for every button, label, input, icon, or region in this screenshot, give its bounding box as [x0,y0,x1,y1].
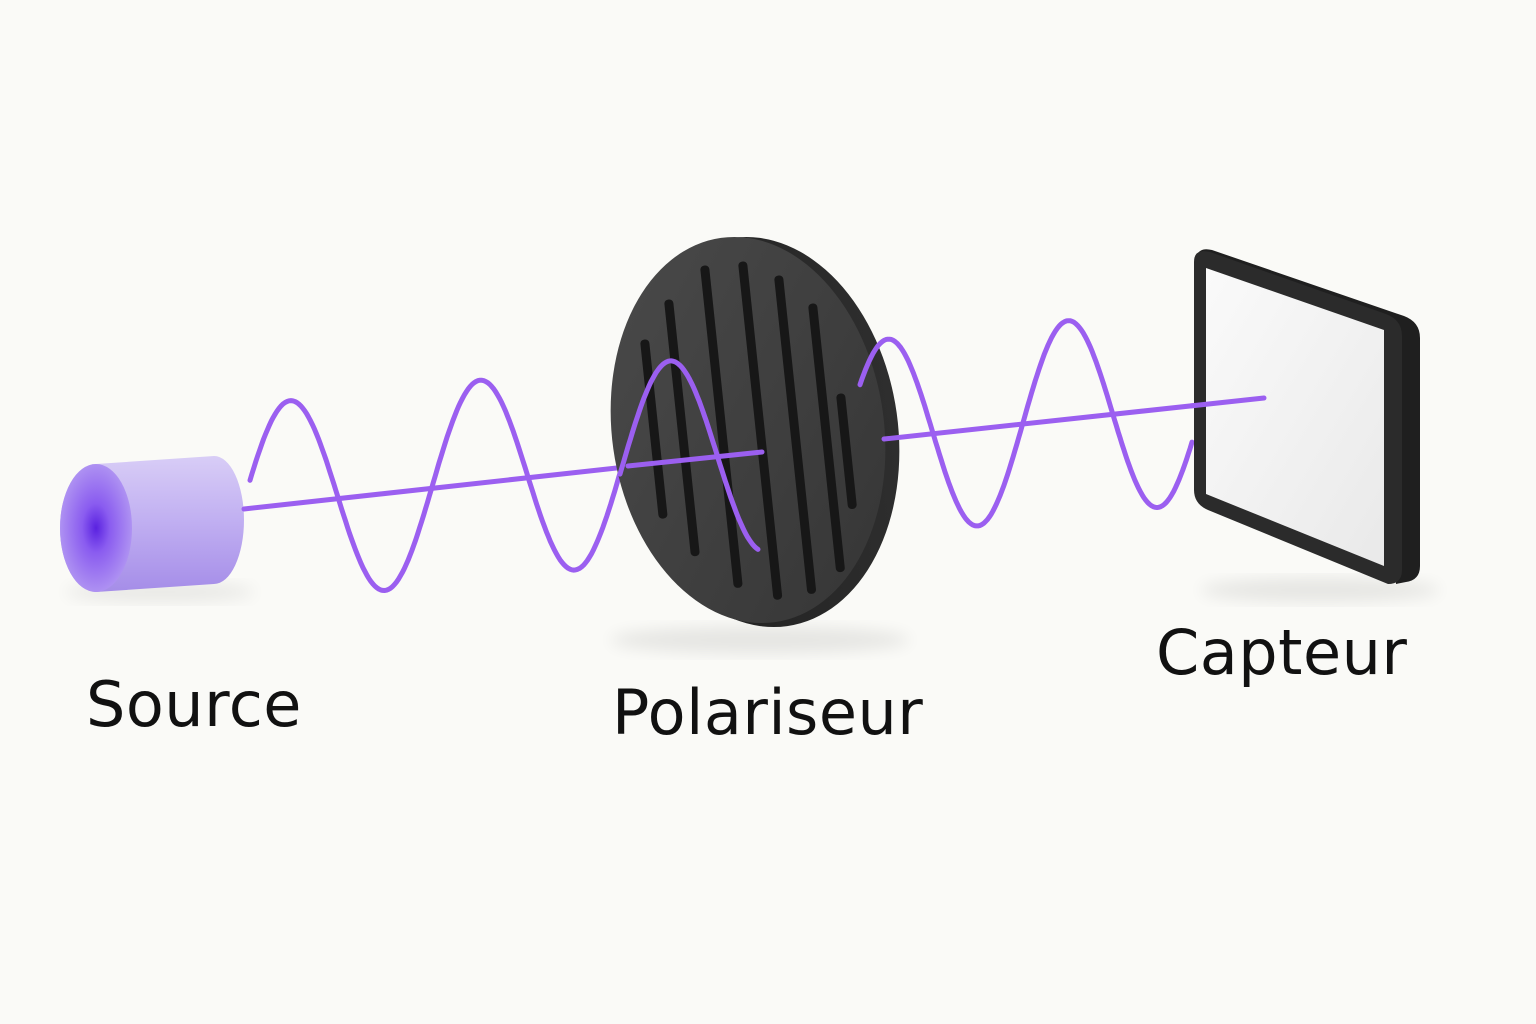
beam-axis-on-sensor [1187,395,1267,409]
polarizer-slit [836,393,857,509]
polarizer-slit [738,261,783,600]
sensor-shadow [1200,578,1440,602]
transmitted-wave [857,318,1195,529]
polarizer-shadow [610,626,910,654]
sensor-icon [1194,249,1420,584]
sensor-label: Capteur [1156,616,1408,689]
polarizer-icon [610,236,900,628]
beam-axis-crossing [625,449,765,469]
polarizer-label: Polariseur [612,676,924,749]
incident-wave [247,377,643,593]
wave-crossing-polarizer [617,358,761,552]
polarizer-slit [808,303,845,573]
source-label: Source [86,668,302,741]
sensor-face [1206,268,1384,566]
source-emitting-face [60,464,132,592]
light-source-icon [60,456,244,592]
polarizer-slit [774,275,817,594]
